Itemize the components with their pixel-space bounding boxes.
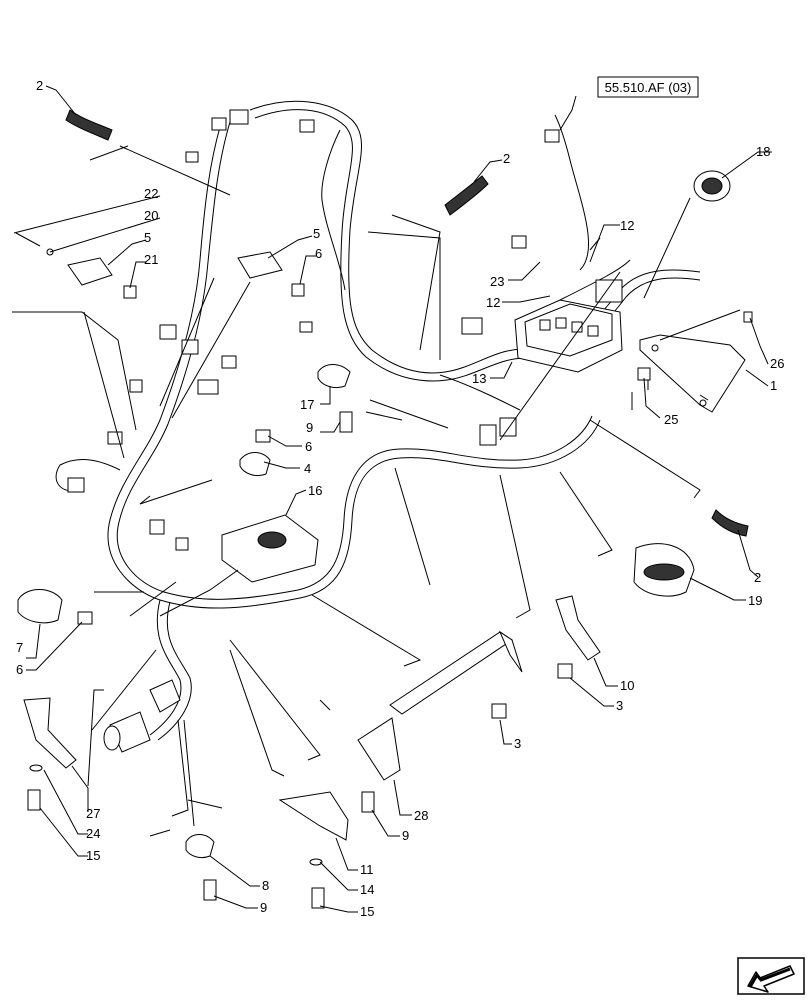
callout-6: 6 — [315, 246, 322, 261]
grommet-19 — [633, 543, 695, 597]
callout-6: 6 — [16, 662, 23, 677]
arrow-back-icon[interactable] — [737, 957, 805, 995]
callout-1: 1 — [770, 378, 777, 393]
callout-10: 10 — [620, 678, 634, 693]
cable-tie-top-center — [444, 175, 489, 216]
callout-22: 22 — [144, 186, 158, 201]
cable-tie-top-left — [65, 109, 113, 141]
callout-4: 4 — [304, 461, 311, 476]
clamp-5-left — [67, 257, 113, 286]
callout-8: 8 — [262, 878, 269, 893]
callout-17: 17 — [300, 397, 314, 412]
cable-tie-right — [711, 509, 749, 537]
callout-5: 5 — [313, 226, 320, 241]
bracket-11 — [278, 791, 349, 841]
callout-2: 2 — [503, 151, 510, 166]
bracket-24 — [23, 697, 77, 769]
callout-15: 15 — [360, 904, 374, 919]
callout-16: 16 — [308, 483, 322, 498]
callout-24: 24 — [86, 826, 100, 841]
fasteners — [15, 232, 753, 909]
connector-harness-27 — [103, 679, 181, 753]
clamp-8 — [185, 834, 215, 859]
callout-14: 14 — [360, 882, 374, 897]
bracket-28 — [357, 630, 523, 781]
grommet-18 — [693, 170, 731, 202]
callout-26: 26 — [770, 356, 784, 371]
callout-2: 2 — [754, 570, 761, 585]
clamp-17 — [317, 364, 351, 389]
callout-7: 7 — [16, 640, 23, 655]
callout-5: 5 — [144, 230, 151, 245]
callout-13: 13 — [472, 371, 486, 386]
fuse-box — [514, 279, 623, 373]
callout-23: 23 — [490, 274, 504, 289]
callout-11: 11 — [360, 862, 374, 877]
callout-2: 2 — [36, 78, 43, 93]
callout-labels: 2 22 20 5 21 5 6 2 18 12 23 12 13 26 1 2… — [16, 78, 784, 919]
leader-lines — [12, 85, 772, 913]
callout-15: 15 — [86, 848, 100, 863]
callout-20: 20 — [144, 208, 158, 223]
clamp-5-center — [237, 251, 283, 279]
callout-21: 21 — [144, 252, 158, 267]
connectors — [67, 109, 560, 551]
callout-12: 12 — [486, 295, 500, 310]
callout-19: 19 — [748, 593, 762, 608]
clamp-4 — [239, 452, 271, 477]
bracket-10 — [555, 595, 601, 661]
callout-3: 3 — [616, 698, 623, 713]
callout-9: 9 — [260, 900, 267, 915]
callout-18: 18 — [756, 144, 770, 159]
callout-28: 28 — [414, 808, 428, 823]
reference-label: 55.510.AF (03) — [605, 80, 692, 95]
callout-3: 3 — [514, 736, 521, 751]
callout-9: 9 — [306, 420, 313, 435]
callout-6: 6 — [305, 439, 312, 454]
callout-9: 9 — [402, 828, 409, 843]
bracket-1 — [639, 334, 746, 413]
reference-box[interactable]: 55.510.AF (03) — [597, 76, 699, 98]
callout-27: 27 — [86, 806, 100, 821]
callout-12: 12 — [620, 218, 634, 233]
callout-25: 25 — [664, 412, 678, 427]
grommet-16 — [221, 514, 319, 583]
clamp-7 — [17, 589, 63, 624]
